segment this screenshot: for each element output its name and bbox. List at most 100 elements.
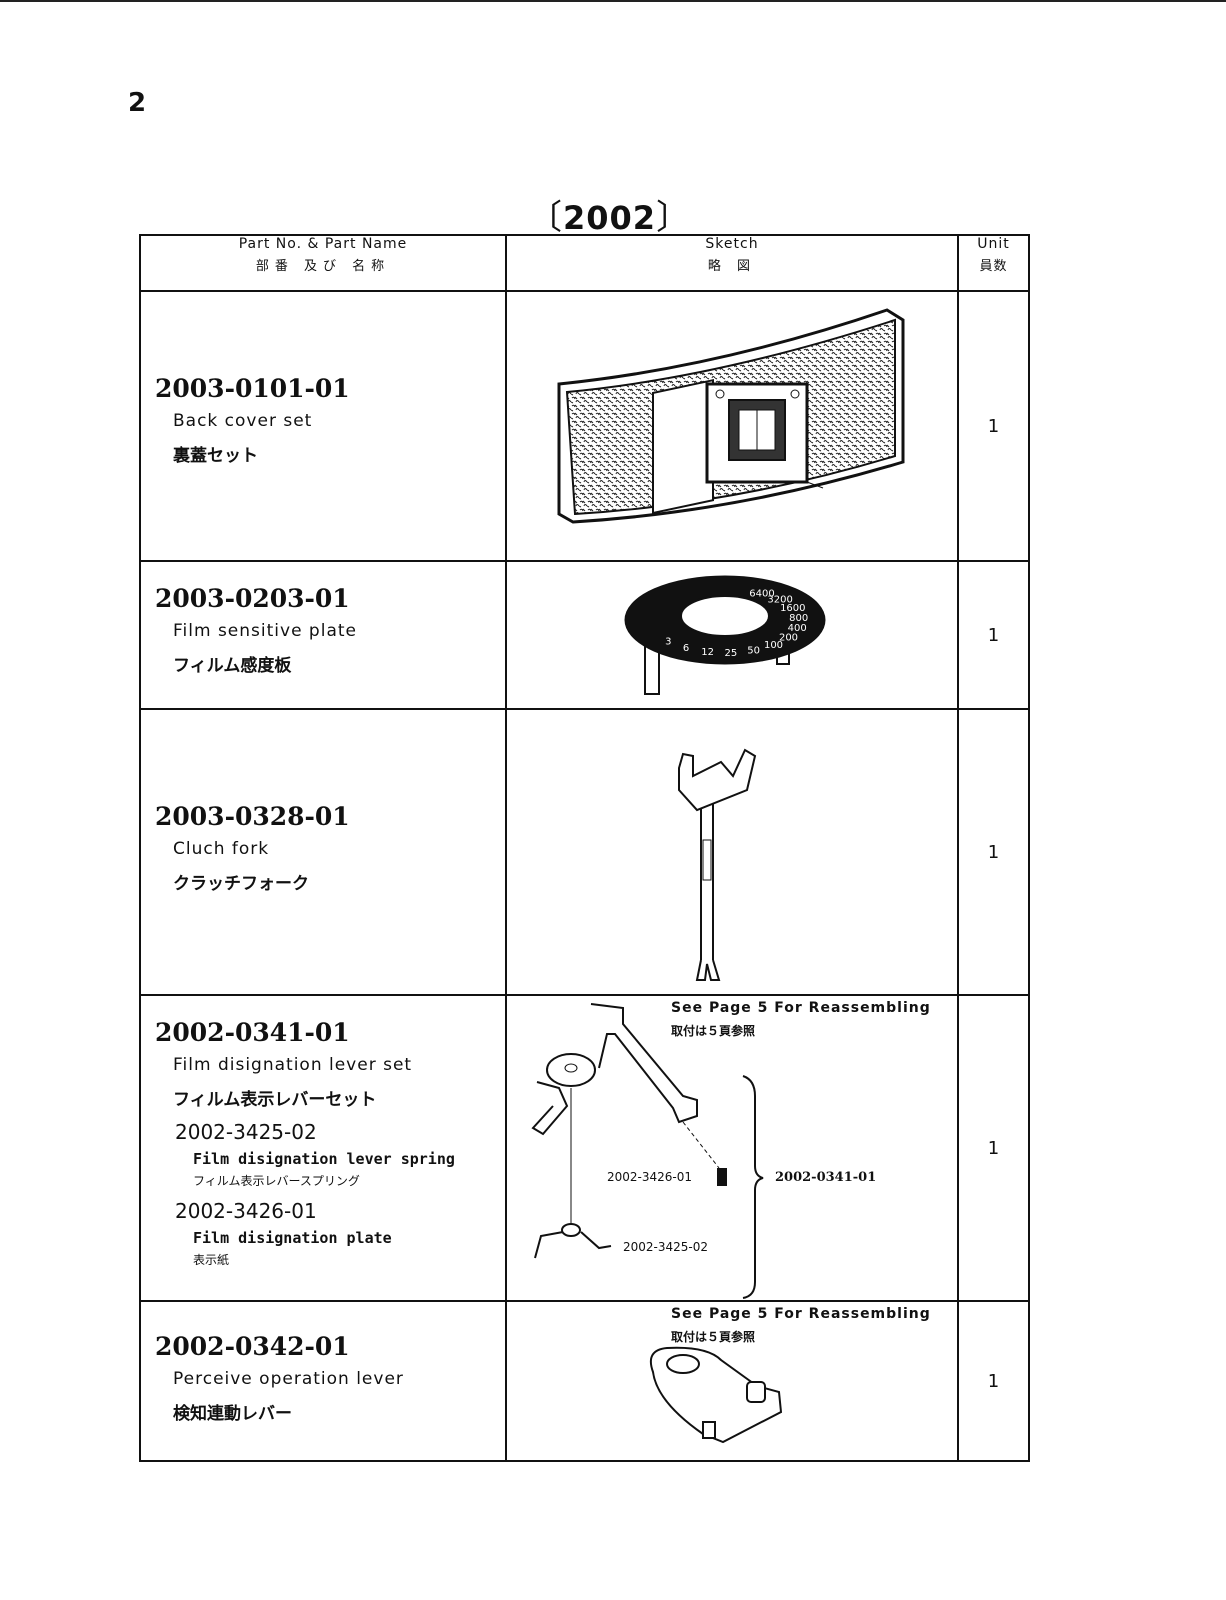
table-row: 2002-0342-01 Perceive operation lever 検知…	[139, 1300, 1030, 1462]
subpart-name-jp: フィルム表示レバースプリング	[193, 1174, 360, 1188]
dial-label: 800	[789, 613, 808, 624]
part-cell: 2003-0203-01 Film sensitive plate フィルム感度…	[139, 560, 507, 710]
page-number: 2	[128, 88, 147, 118]
table-header-row: Part No. & Part Name 部番 及び 名称 Sketch 略 図…	[139, 234, 1030, 292]
header-unit-en: Unit	[977, 236, 1010, 252]
dial-label: 100	[764, 640, 783, 651]
header-sketch-en: Sketch	[705, 236, 759, 252]
part-number: 2003-0328-01	[155, 802, 350, 831]
clutch-fork-sketch	[678, 748, 757, 981]
plate-part	[717, 1168, 727, 1186]
lever-pivot	[564, 1063, 578, 1073]
reassembly-note-jp: 取付は５頁参照	[671, 1024, 756, 1038]
sketch-cell	[505, 290, 959, 562]
unit-cell: 1	[957, 290, 1030, 562]
dial-label: 1600	[780, 603, 805, 614]
part-number: 2003-0101-01	[155, 374, 350, 403]
fork-head	[678, 748, 757, 812]
dial-label: 200	[779, 632, 798, 643]
callout-set: 2002-0341-01	[775, 1170, 877, 1185]
part-name-en: Film disignation lever set	[173, 1055, 413, 1075]
header-unit-jp: 員数	[979, 259, 1008, 274]
dial-hole	[680, 595, 770, 637]
header-sketch: Sketch 略 図	[505, 234, 959, 292]
frame-edge	[806, 481, 824, 489]
part-cell: 2003-0101-01 Back cover set 裏蓋セット	[139, 290, 507, 562]
part-name-jp: フィルム表示レバーセット	[173, 1090, 377, 1110]
part-number: 2002-0341-01	[155, 1018, 350, 1047]
part-name-jp: 裏蓋セット	[173, 446, 258, 466]
part-name-en: Back cover set	[173, 411, 313, 431]
dial-label: 3200	[767, 595, 792, 606]
header-unit: Unit 員数	[957, 234, 1030, 292]
subpart-number: 2002-3426-01	[175, 1199, 317, 1223]
lever-tab	[531, 1081, 569, 1136]
fork-slot	[702, 839, 712, 881]
part-name-en: Cluch fork	[173, 839, 270, 859]
reassembly-note-jp: 取付は５頁参照	[671, 1330, 756, 1344]
part-name-en: Film sensitive plate	[173, 621, 357, 641]
unit-cell: 1	[957, 708, 1030, 996]
table-row: 2003-0101-01 Back cover set 裏蓋セット	[139, 290, 1030, 562]
reassembly-note: See Page 5 For Reassembling	[671, 1306, 931, 1322]
group-number: 2002	[563, 199, 657, 237]
fork-tip	[695, 959, 721, 981]
assembly-guide	[682, 1121, 720, 1169]
part-name-jp: フィルム感度板	[173, 656, 292, 676]
parts-table: Part No. & Part Name 部番 及び 名称 Sketch 略 図…	[139, 234, 1030, 1462]
dial-label: 6400	[749, 588, 774, 599]
part-name-jp: 検知連動レバー	[173, 1404, 292, 1424]
lever-hole	[666, 1354, 700, 1374]
dial-label: 6	[683, 643, 689, 654]
set-brace	[742, 1075, 764, 1299]
table-row: 2002-0341-01 Film disignation lever set …	[139, 994, 1030, 1302]
subpart-name-en: Film disignation lever spring	[193, 1150, 455, 1168]
unit-cell: 1	[957, 560, 1030, 710]
back-cover-sketch	[557, 308, 905, 524]
lever-set-sketch	[531, 1003, 764, 1299]
dial-label: 400	[788, 623, 807, 634]
lever-arm	[590, 1003, 698, 1124]
screw	[715, 389, 725, 399]
spring-legs	[534, 1231, 612, 1259]
subpart-number: 2002-3425-02	[175, 1120, 317, 1144]
part-cell: 2003-0328-01 Cluch fork クラッチフォーク	[139, 708, 507, 996]
reassembly-note: See Page 5 For Reassembling	[671, 1000, 931, 1016]
part-name-jp: クラッチフォーク	[173, 874, 309, 894]
subpart-name-en: Film disignation plate	[193, 1229, 392, 1247]
unit-cell: 1	[957, 994, 1030, 1302]
part-number: 2003-0203-01	[155, 584, 350, 613]
unit-cell: 1	[957, 1300, 1030, 1462]
dial-label: 25	[725, 648, 738, 659]
part-cell: 2002-0342-01 Perceive operation lever 検知…	[139, 1300, 507, 1462]
callout-spring: 2002-3425-02	[623, 1240, 709, 1254]
top-rule	[0, 0, 1226, 2]
cover-plain-band	[652, 379, 714, 515]
header-part-en: Part No. & Part Name	[238, 236, 408, 252]
part-name-en: Perceive operation lever	[173, 1369, 404, 1389]
group-title: 〔2002〕	[528, 198, 692, 238]
header-sketch-jp: 略 図	[707, 259, 757, 274]
screw	[790, 389, 800, 399]
part-number: 2002-0342-01	[155, 1332, 350, 1361]
spring-coil	[561, 1223, 581, 1237]
subpart-name-jp: 表示紙	[193, 1253, 230, 1267]
dial-label: 3	[665, 637, 671, 648]
table-row: 2003-0328-01 Cluch fork クラッチフォーク 1	[139, 708, 1030, 996]
part-cell: 2002-0341-01 Film disignation lever set …	[139, 994, 507, 1302]
table-row: 2003-0203-01 Film sensitive plate フィルム感度…	[139, 560, 1030, 710]
sketch-cell: See Page 5 For Reassembling 取付は５頁参照	[505, 1300, 959, 1462]
sketch-cell: See Page 5 For Reassembling 取付は５頁参照 2002…	[505, 994, 959, 1302]
perceive-lever-sketch	[649, 1346, 783, 1444]
header-part: Part No. & Part Name 部番 及び 名称	[139, 234, 507, 292]
dial-label: 50	[747, 646, 760, 657]
lever-pin	[746, 1381, 766, 1403]
sketch-cell	[505, 708, 959, 996]
dial-label: 12	[701, 647, 714, 658]
header-part-jp: 部番 及び 名称	[255, 259, 391, 274]
lever-tab	[702, 1421, 716, 1439]
callout-plate: 2002-3426-01	[607, 1170, 693, 1184]
